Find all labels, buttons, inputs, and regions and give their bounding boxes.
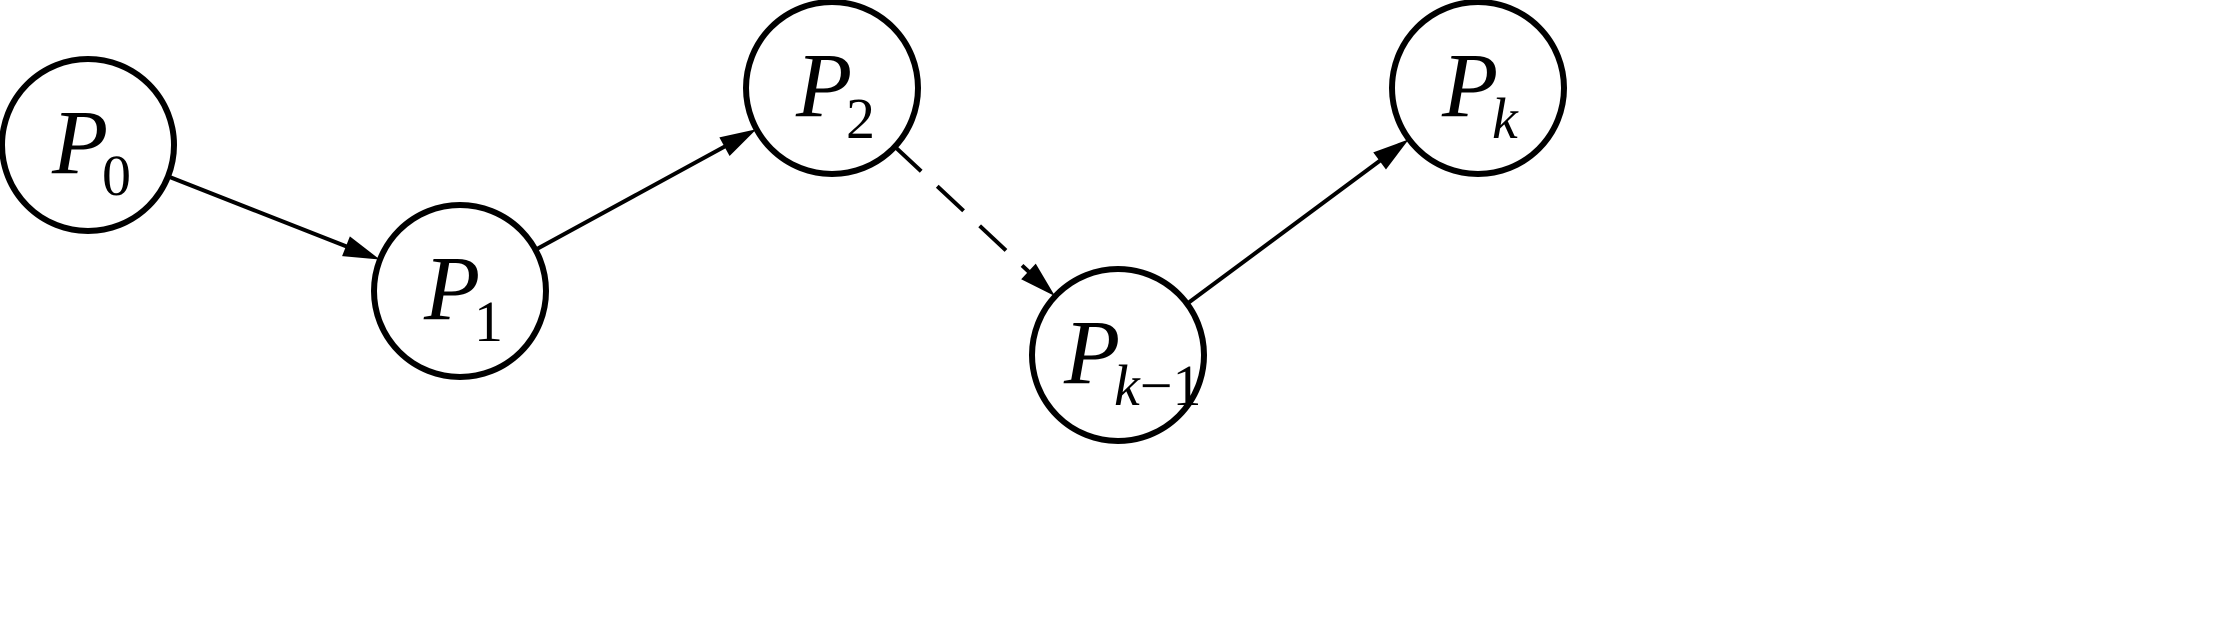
node-label-subscript: 2: [846, 86, 875, 151]
edge-p0-p1: [167, 174, 380, 260]
node-pk: Pk: [1389, 0, 1567, 177]
node-pk1: Pk−1: [1029, 266, 1207, 444]
node-circle: [1029, 266, 1207, 444]
edge-p1-p2: [534, 129, 757, 252]
edge-line: [1185, 156, 1385, 306]
node-p0: P0: [0, 56, 177, 234]
arrowhead-icon: [719, 129, 757, 157]
node-label-main: P: [1063, 301, 1120, 403]
node-label-main: P: [1441, 34, 1498, 136]
node-circle: [743, 0, 921, 177]
node-label-main: P: [423, 237, 480, 339]
arrowhead-icon: [1373, 139, 1409, 170]
node-circle: [371, 202, 549, 380]
arrowhead-icon: [342, 236, 380, 260]
edge-line: [534, 142, 730, 252]
edges-layer: [167, 129, 1409, 306]
edge-p2-pk1: [893, 145, 1055, 297]
node-p1: P1: [371, 202, 549, 380]
edge-line: [167, 174, 351, 250]
node-label-subscript: 0: [102, 143, 131, 208]
edge-pk1-pk: [1185, 139, 1409, 306]
node-circle: [0, 56, 177, 234]
node-label-subscript: k−1: [1114, 353, 1201, 418]
node-label-subscript: k: [1492, 86, 1519, 151]
node-label-subscript: 1: [474, 289, 503, 354]
node-label-main: P: [795, 34, 852, 136]
edge-line: [893, 145, 1034, 276]
node-label-main: P: [51, 91, 108, 193]
node-p2: P2: [743, 0, 921, 177]
arrowhead-icon: [1021, 263, 1055, 297]
node-circle: [1389, 0, 1567, 177]
